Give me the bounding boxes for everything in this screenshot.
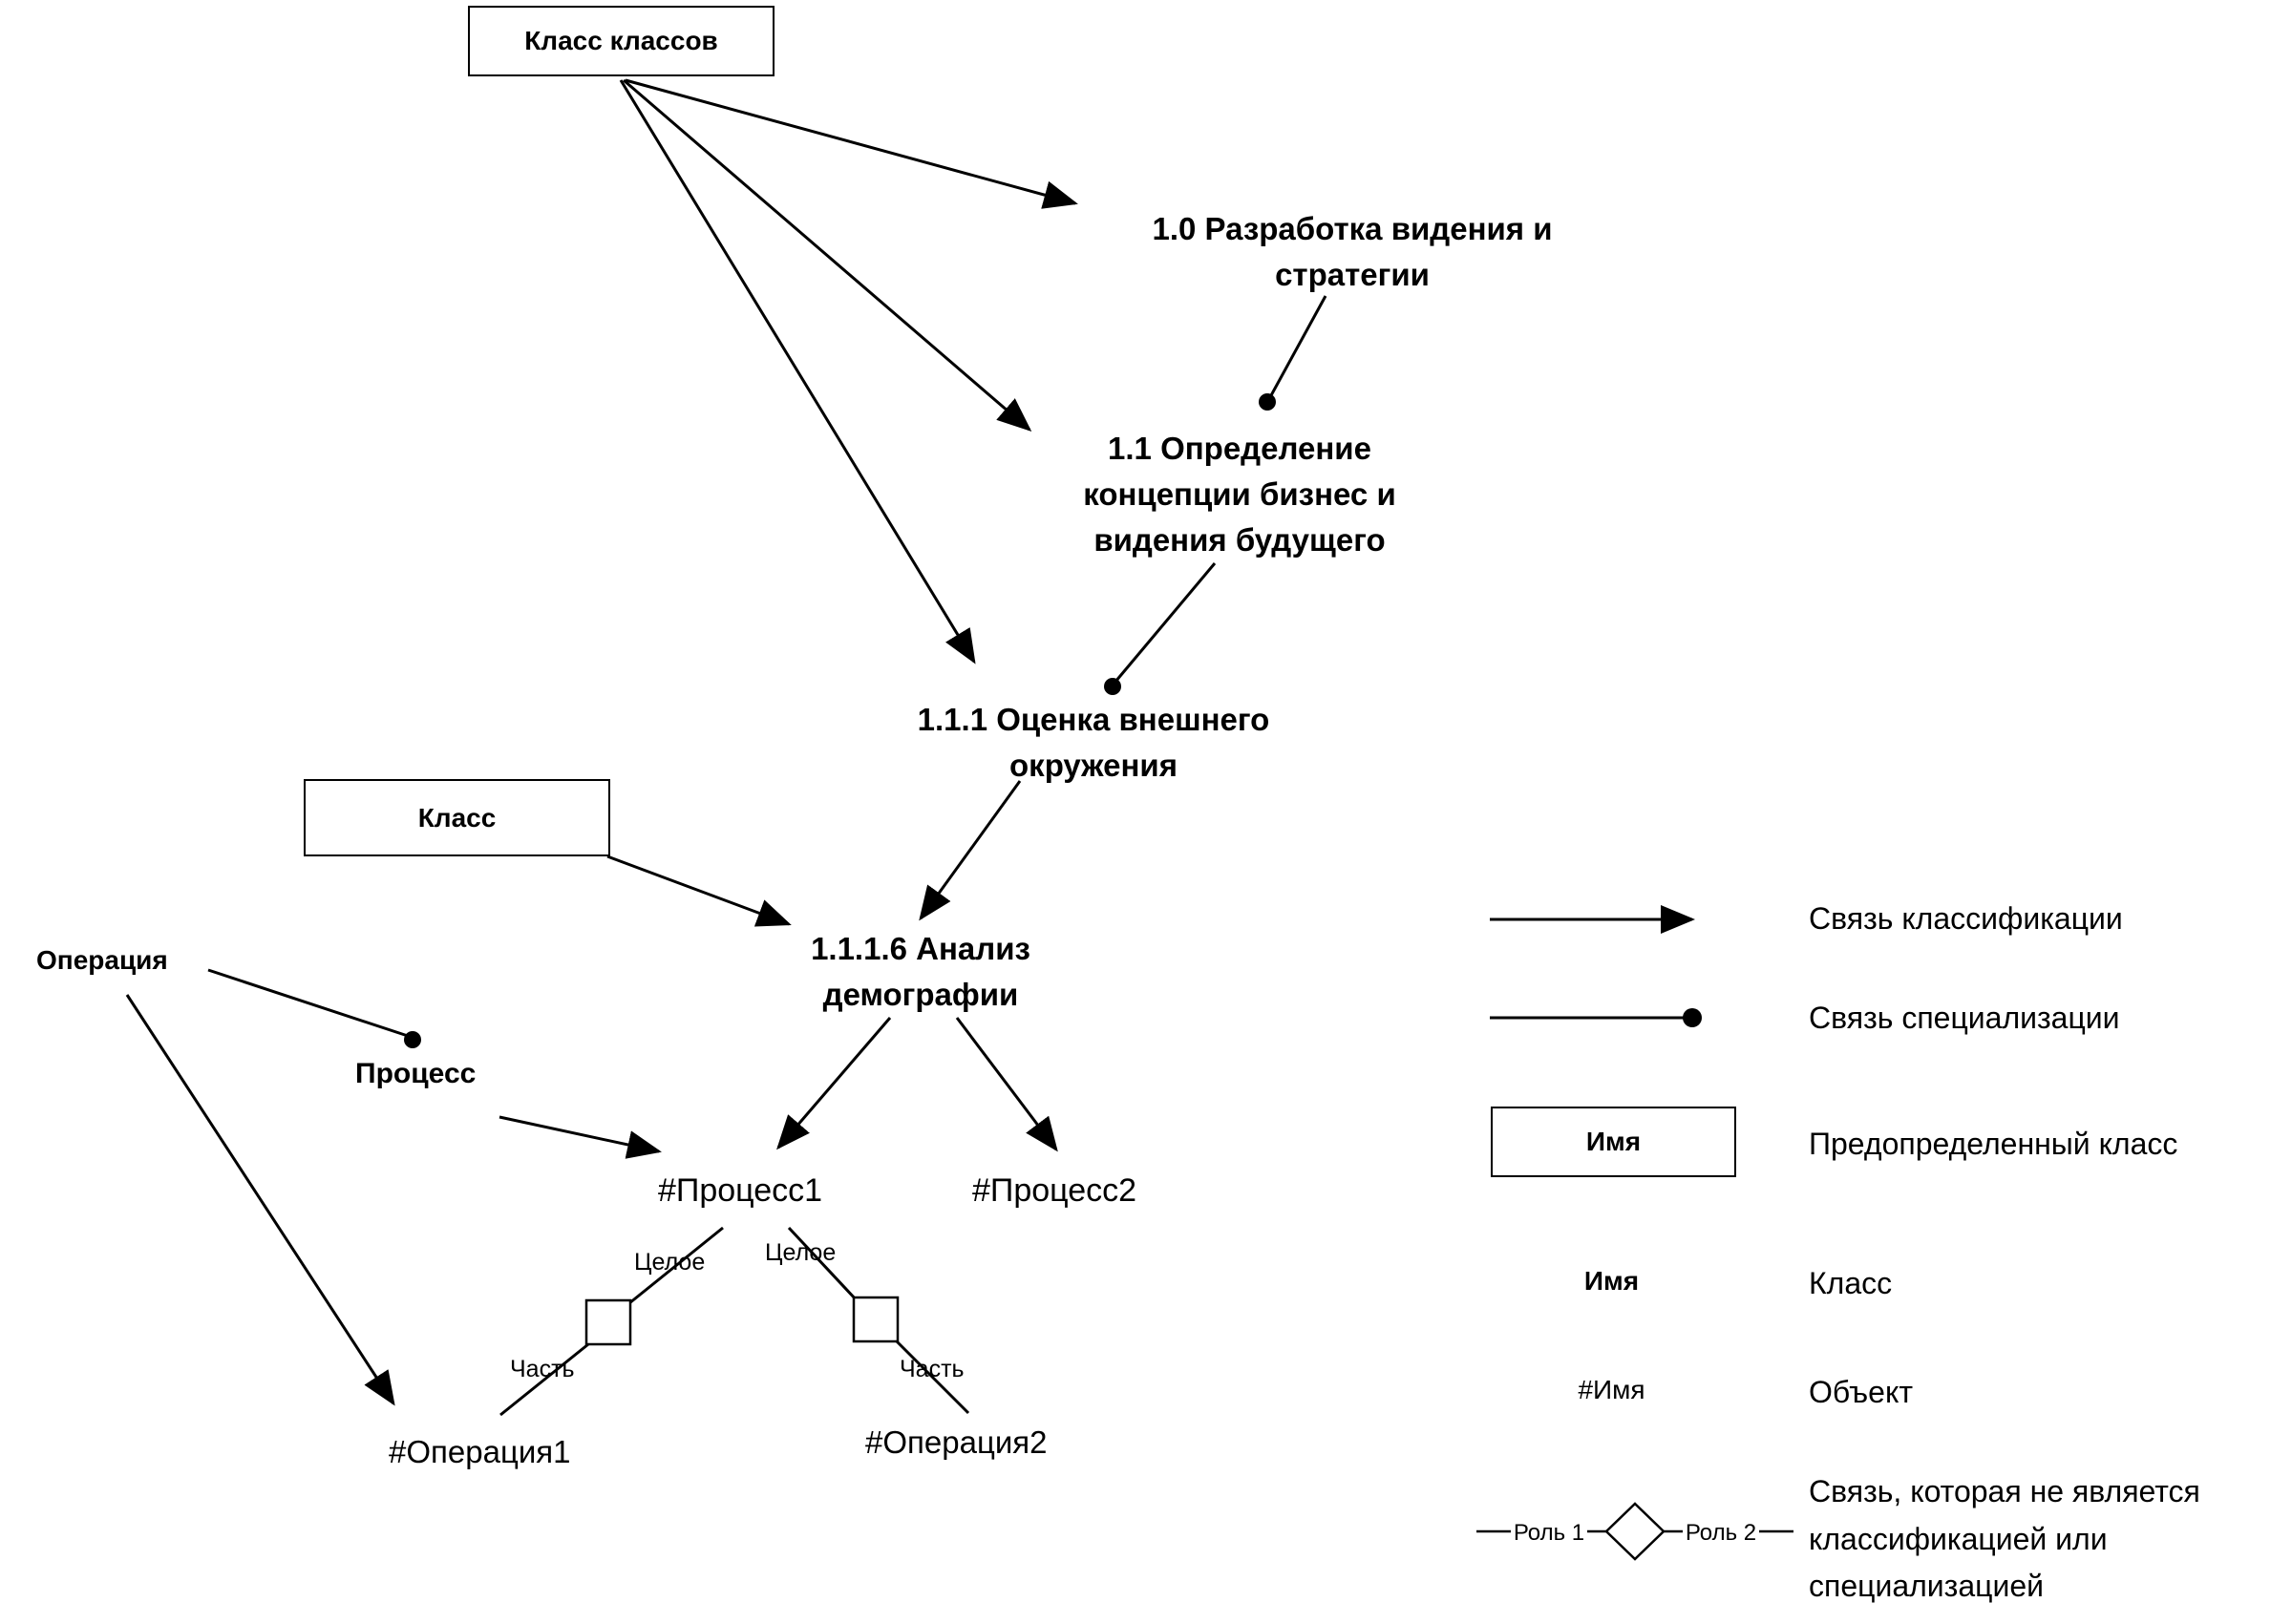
legend-role1-label: Роль 1	[1514, 1520, 1584, 1546]
object-operation1: #Операция1	[389, 1434, 571, 1469]
specialization-link-1-0-to-1-1	[1268, 295, 1327, 398]
node-1-0-vision-strategy: 1.0 Разработка видения и стратегии	[1152, 211, 1553, 292]
legend-specialization-dot-sample	[1683, 1008, 1702, 1027]
whole-part-line-left-upper	[628, 1226, 724, 1305]
classification-arrow-to-1-0	[625, 78, 1078, 209]
aggregation-square-left	[584, 1298, 632, 1346]
legend-classification-label: Связь классификации	[1809, 901, 2123, 936]
specialization-dot-1-1-1	[1104, 678, 1121, 695]
node-1-1-1-external-environment: 1.1.1 Оценка внешнего окружения	[917, 702, 1270, 783]
legend-object-sample: #Имя	[1578, 1375, 1645, 1404]
role-part-right: Часть	[900, 1356, 965, 1382]
class-box: Класс	[304, 779, 610, 856]
classification-arrow-to-1-1	[623, 78, 1032, 432]
legend-role2-label: Роль 2	[1686, 1520, 1756, 1546]
legend-class-label: Класс	[1809, 1266, 1893, 1300]
classification-arrow-to-1-1-1	[619, 79, 976, 664]
object-operation2: #Операция2	[865, 1424, 1048, 1460]
legend-predefined-class-label: Предопределенный класс	[1809, 1127, 2178, 1161]
specialization-dot-process	[404, 1031, 421, 1048]
legend-object-label: Объект	[1809, 1375, 1913, 1409]
legend-other-relation-label: Связь, которая не является классификацие…	[1809, 1474, 2200, 1604]
legend-diamond-sample	[1604, 1502, 1666, 1561]
legend-predefined-class-box: Имя	[1491, 1107, 1736, 1177]
specialization-dot-1-1	[1259, 393, 1276, 411]
node-1-1-business-concept: 1.1 Определение концепции бизнес и виден…	[1083, 431, 1396, 558]
role-whole-left: Целое	[634, 1249, 706, 1276]
role-whole-right: Целое	[765, 1239, 837, 1266]
object-process2: #Процесс2	[972, 1172, 1137, 1209]
object-process1: #Процесс1	[658, 1172, 823, 1209]
node-1-1-1-6-demography-analysis: 1.1.1.6 Анализ демографии	[811, 931, 1030, 1012]
aggregation-square-right	[852, 1296, 900, 1343]
classification-arrow-class-to-1-1-1-6	[606, 854, 792, 927]
process-class-label: Процесс	[355, 1058, 477, 1089]
classification-arrow-process-to-process1	[499, 1115, 662, 1159]
role-part-left: Часть	[510, 1356, 575, 1382]
specialization-link-1-1-to-1-1-1	[1114, 562, 1217, 683]
whole-part-line-left-lower	[499, 1342, 589, 1417]
specialization-link-operation-to-process	[207, 968, 409, 1038]
legend-class-sample: Имя	[1583, 1266, 1640, 1296]
classification-arrow-1-1-1-to-1-1-1-6	[919, 780, 1022, 921]
classification-arrow-1-1-1-6-to-process1	[776, 1017, 892, 1150]
legend-specialization-label: Связь специализации	[1809, 1001, 2120, 1035]
whole-part-line-right-lower	[894, 1339, 970, 1415]
classification-arrow-operation-to-operation1	[125, 994, 395, 1406]
class-of-classes-box: Класс классов	[468, 6, 775, 76]
whole-part-line-right-upper	[787, 1226, 859, 1302]
classification-arrow-1-1-1-6-to-process2	[955, 1017, 1058, 1152]
operation-class-label: Операция	[36, 945, 168, 975]
